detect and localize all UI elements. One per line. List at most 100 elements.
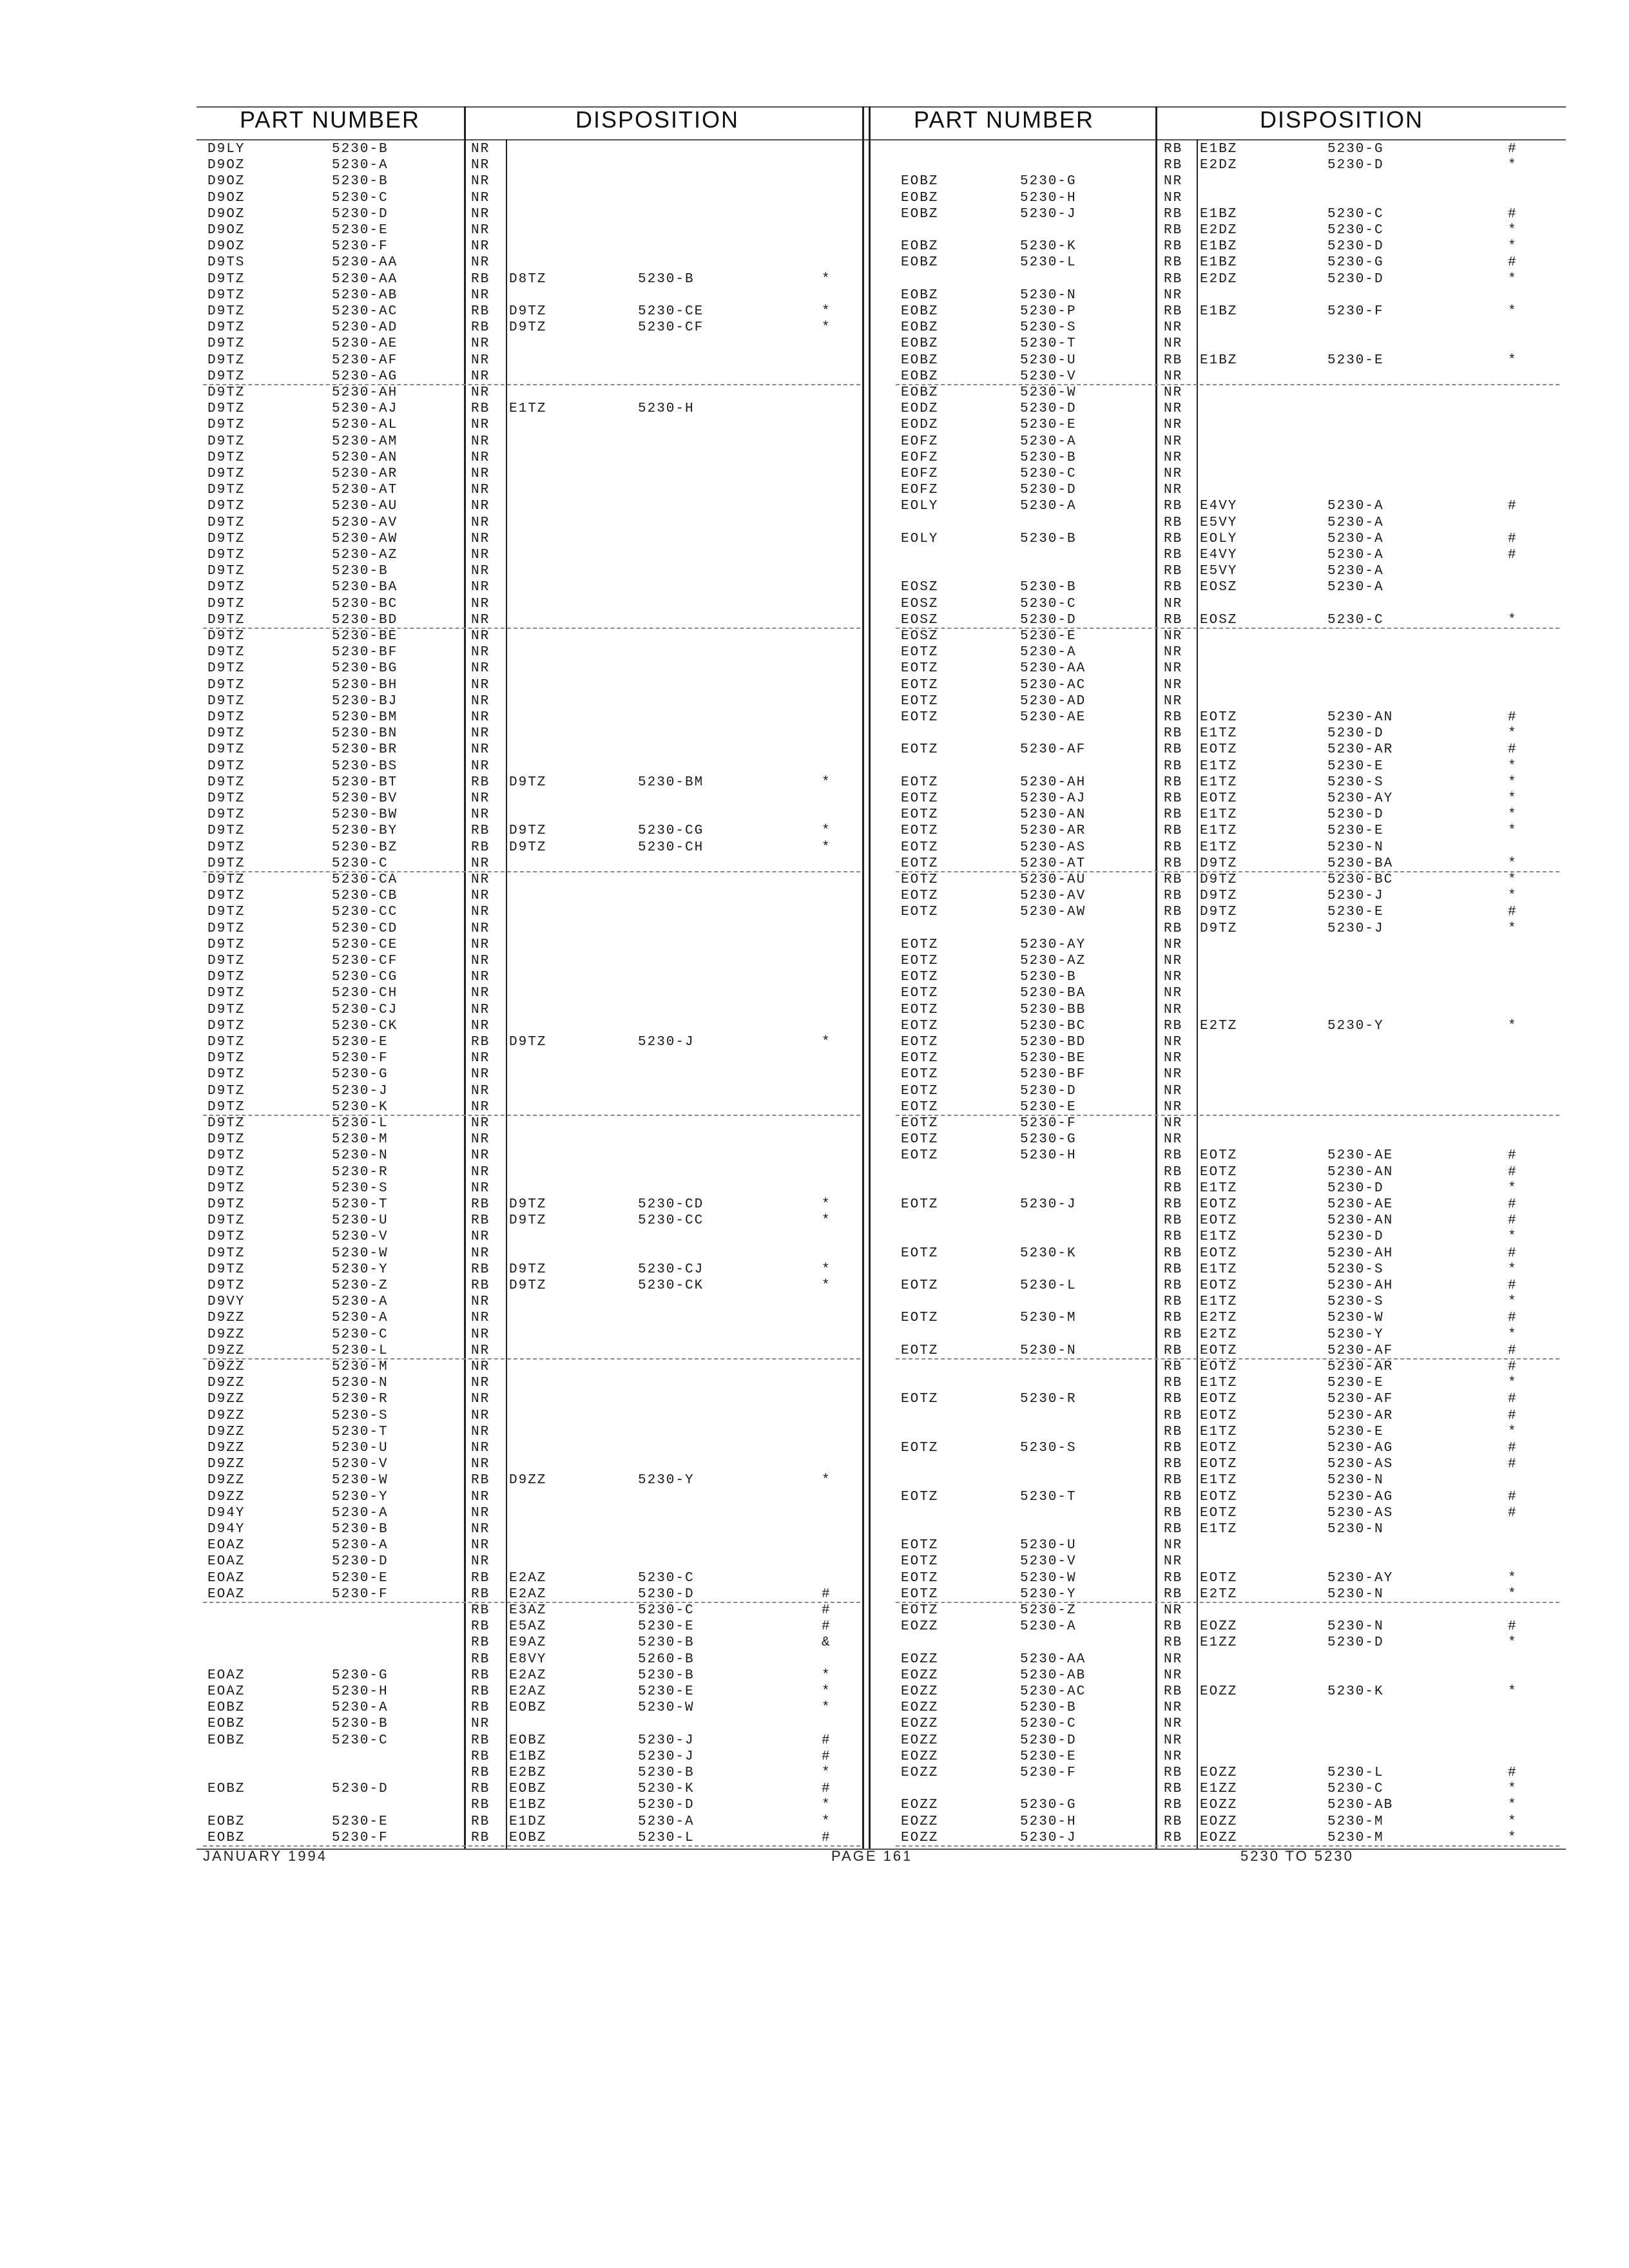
left-code-cell: RB — [471, 1619, 490, 1635]
right-num-cell: 5230-BC — [1020, 1018, 1086, 1033]
left-dpart-cell: E2AZ — [509, 1586, 547, 1602]
right-code-cell: NR — [1164, 954, 1183, 968]
right-dnum-cell: 5230-AF — [1327, 1343, 1394, 1358]
right-part-cell: EOTZ — [901, 1554, 939, 1570]
right-part-cell: EOZZ — [901, 1684, 939, 1699]
right-code-cell: RB — [1164, 1424, 1183, 1439]
left-num-cell: 5230-CB — [332, 889, 398, 904]
left-num-cell: 5230-R — [332, 1164, 389, 1180]
left-code-cell: RB — [471, 1733, 490, 1748]
right-code-cell: NR — [1164, 320, 1183, 336]
left-code-cell: RB — [471, 401, 490, 417]
right-flag-cell: * — [1508, 791, 1518, 806]
left-num-cell: 5230-E — [332, 1035, 389, 1050]
right-code-cell: RB — [1164, 1327, 1183, 1342]
right-dpart-cell: EOTZ — [1200, 1408, 1238, 1423]
left-num-cell: 5230-C — [332, 1733, 389, 1748]
left-code-cell: NR — [471, 905, 490, 920]
left-flag-cell: * — [822, 1473, 831, 1488]
right-num-cell: 5230-BE — [1020, 1051, 1086, 1066]
right-dpart-cell: EOZZ — [1200, 1830, 1238, 1845]
right-flag-cell: * — [1508, 1635, 1518, 1651]
right-code-cell: NR — [1164, 661, 1183, 677]
left-part-cell: D9TZ — [207, 1164, 246, 1180]
right-num-cell: 5230-S — [1020, 1441, 1077, 1456]
right-code-cell: NR — [1164, 629, 1183, 644]
left-part-cell: D9TZ — [207, 791, 246, 806]
left-num-cell: 5230-BY — [332, 823, 398, 839]
left-code-cell: NR — [471, 1051, 490, 1066]
right-flag-cell: # — [1508, 1392, 1518, 1407]
left-part-cell: D9TZ — [207, 1229, 246, 1245]
right-num-cell: 5230-AU — [1020, 872, 1086, 887]
right-dnum-cell: 5230-S — [1327, 774, 1384, 790]
left-flag-cell: # — [822, 1830, 831, 1845]
right-dnum-cell: 5230-BC — [1327, 872, 1394, 887]
right-code-cell: RB — [1164, 531, 1183, 546]
group-separator — [896, 1115, 1559, 1116]
left-code-cell: RB — [471, 1765, 490, 1780]
right-flag-cell: # — [1508, 1360, 1518, 1374]
right-part-cell: EOTZ — [901, 1197, 939, 1212]
left-dpart-cell: D9TZ — [509, 823, 547, 839]
right-dpart-cell: D9TZ — [1200, 905, 1238, 920]
right-dpart-cell: EOTZ — [1200, 1441, 1238, 1456]
left-num-cell: 5230-BE — [332, 629, 398, 644]
left-num-cell: 5230-B — [332, 1522, 389, 1537]
right-code-cell: RB — [1164, 791, 1183, 806]
right-dnum-cell: 5230-AF — [1327, 1392, 1394, 1407]
left-flag-cell: # — [822, 1619, 831, 1635]
right-code-cell: NR — [1164, 450, 1183, 465]
right-dnum-cell: 5230-N — [1327, 840, 1384, 855]
right-flag-cell: # — [1508, 1457, 1518, 1472]
left-part-cell: D9TZ — [207, 1018, 246, 1033]
left-num-cell: 5230-Y — [332, 1262, 389, 1277]
right-code-cell: RB — [1164, 840, 1183, 855]
group-separator — [203, 1845, 860, 1847]
column-rule — [1155, 106, 1157, 1849]
right-part-cell: EOBZ — [901, 320, 939, 336]
right-dpart-cell: E1BZ — [1200, 304, 1238, 319]
left-dnum-cell: 5230-A — [638, 1814, 695, 1829]
right-dnum-cell: 5230-C — [1327, 1782, 1384, 1797]
right-dpart-cell: EOTZ — [1200, 1245, 1238, 1261]
right-dpart-cell: E1BZ — [1200, 352, 1238, 368]
left-dpart-cell: E1DZ — [509, 1814, 547, 1829]
right-dpart-cell: EOSZ — [1200, 612, 1238, 628]
right-flag-cell: * — [1508, 889, 1518, 904]
left-dpart-cell: D9TZ — [509, 840, 547, 855]
right-code-cell: RB — [1164, 515, 1183, 530]
left-part-cell: D9TZ — [207, 352, 246, 368]
left-code-cell: RB — [471, 1570, 490, 1586]
right-part-cell: EOTZ — [901, 1586, 939, 1602]
right-num-cell: 5230-S — [1020, 320, 1077, 336]
left-part-cell: D9ZZ — [207, 1424, 246, 1439]
right-part-cell: EOTZ — [901, 986, 939, 1001]
left-code-cell: RB — [471, 1830, 490, 1845]
right-num-cell: 5230-AH — [1020, 774, 1086, 790]
right-part-cell: EOTZ — [901, 1148, 939, 1164]
left-num-cell: 5230-BC — [332, 596, 398, 611]
right-flag-cell: * — [1508, 352, 1518, 368]
left-code-cell: NR — [471, 726, 490, 742]
right-flag-cell: * — [1508, 304, 1518, 319]
right-part-cell: EOZZ — [901, 1765, 939, 1780]
right-flag-cell: # — [1508, 206, 1518, 222]
right-flag-cell: * — [1508, 1830, 1518, 1845]
right-code-cell: RB — [1164, 1376, 1183, 1391]
left-dnum-cell: 5230-BM — [638, 774, 704, 790]
left-dnum-cell: 5230-CC — [638, 1213, 704, 1229]
right-flag-cell: # — [1508, 1164, 1518, 1180]
left-part-cell: EOBZ — [207, 1814, 246, 1829]
left-part-cell: EOBZ — [207, 1733, 246, 1748]
left-num-cell: 5230-G — [332, 1067, 389, 1082]
left-part-cell: D9TZ — [207, 629, 246, 644]
right-dnum-cell: 5230-N — [1327, 1522, 1384, 1537]
right-dnum-cell: 5230-AR — [1327, 1360, 1394, 1374]
right-dpart-cell: E1TZ — [1200, 1522, 1238, 1537]
right-part-cell: EOLY — [901, 531, 939, 546]
left-num-cell: 5230-AD — [332, 320, 398, 336]
left-part-cell: D9OZ — [207, 223, 246, 238]
right-flag-cell: * — [1508, 774, 1518, 790]
left-part-cell: EOAZ — [207, 1667, 246, 1683]
